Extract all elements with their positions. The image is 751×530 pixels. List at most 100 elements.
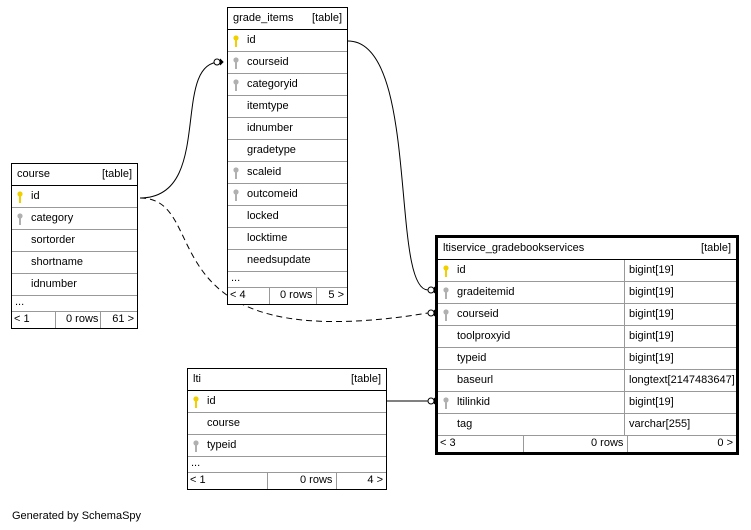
column-type: bigint[19]	[624, 392, 674, 413]
column-row[interactable]: course	[188, 413, 386, 435]
column-name: toolproxyid	[457, 330, 511, 342]
column-row[interactable]: id	[228, 30, 347, 52]
column-row[interactable]: idnumber	[12, 274, 137, 296]
primary-key-icon	[233, 35, 239, 47]
column-name: idnumber	[247, 122, 293, 134]
table-name: course	[17, 168, 51, 180]
column-row[interactable]: toolproxyid bigint[19]	[438, 326, 736, 348]
column-name: itemtype	[247, 100, 289, 112]
column-type: bigint[19]	[624, 304, 674, 325]
column-name: sortorder	[31, 234, 76, 246]
table-grade-items[interactable]: grade_items [table] id courseid categoryid…	[227, 7, 348, 305]
column-row[interactable]: courseid	[228, 52, 347, 74]
relation-gradeitemid-to-grade-items-id	[347, 40, 429, 291]
children-count[interactable]: 0 >	[717, 437, 733, 449]
more-columns: ...	[12, 296, 137, 312]
primary-key-icon	[443, 265, 449, 277]
table-footer: < 4 0 rows 5 >	[228, 288, 347, 304]
column-type: bigint[19]	[624, 348, 674, 369]
column-type: bigint[19]	[624, 260, 674, 281]
column-name: category	[31, 212, 74, 224]
children-count[interactable]: 5 >	[328, 289, 344, 301]
column-row[interactable]: gradetype	[228, 140, 347, 162]
column-row[interactable]: tag varchar[255]	[438, 414, 736, 436]
column-row[interactable]: locktime	[228, 228, 347, 250]
table-footer: < 3 0 rows 0 >	[438, 436, 736, 452]
relation-grade-items-courseid-to-course-id	[139, 61, 221, 199]
table-footer: < 1 0 rows 4 >	[188, 473, 386, 489]
column-name: id	[247, 34, 256, 46]
row-count: 0 rows	[300, 474, 333, 486]
parents-count[interactable]: < 1	[14, 313, 30, 325]
column-name: id	[457, 264, 466, 276]
column-row[interactable]: itemtype	[228, 96, 347, 118]
foreign-key-icon	[233, 167, 239, 179]
column-row[interactable]: id	[188, 391, 386, 413]
table-header: grade_items [table]	[228, 8, 347, 30]
column-name: baseurl	[457, 374, 494, 386]
column-name: id	[207, 395, 216, 407]
more-columns: ...	[188, 457, 386, 473]
column-type: bigint[19]	[624, 326, 674, 347]
table-course[interactable]: course [table] id category sortorder shortn…	[11, 163, 138, 329]
table-name: ltiservice_gradebookservices	[443, 242, 585, 254]
column-name: outcomeid	[247, 188, 298, 200]
column-name: idnumber	[31, 278, 77, 290]
foreign-key-icon	[233, 189, 239, 201]
table-kind: [table]	[102, 168, 132, 180]
column-row[interactable]: typeid	[188, 435, 386, 457]
schemaspy-credit: Generated by SchemaSpy	[12, 510, 142, 522]
column-row[interactable]: typeid bigint[19]	[438, 348, 736, 370]
column-row[interactable]: idnumber	[228, 118, 347, 140]
column-row[interactable]: sortorder	[12, 230, 137, 252]
table-kind: [table]	[312, 12, 342, 24]
foreign-key-icon	[233, 79, 239, 91]
foreign-key-icon	[193, 440, 199, 452]
table-name: grade_items	[233, 12, 294, 24]
crowfoot-marker	[427, 309, 435, 317]
column-name: id	[31, 190, 40, 202]
foreign-key-icon	[443, 287, 449, 299]
parents-count[interactable]: < 4	[230, 289, 246, 301]
column-row[interactable]: id	[12, 186, 137, 208]
table-footer: < 1 0 rows 61 >	[12, 312, 137, 328]
column-row[interactable]: courseid bigint[19]	[438, 304, 736, 326]
column-name: ltilinkid	[457, 396, 491, 408]
column-name: locked	[247, 210, 279, 222]
column-name: courseid	[457, 308, 499, 320]
children-count[interactable]: 61 >	[112, 313, 134, 325]
column-row[interactable]: shortname	[12, 252, 137, 274]
primary-key-icon	[17, 191, 23, 203]
relation-courseid-to-course-id	[139, 197, 429, 323]
column-name: typeid	[457, 352, 487, 364]
column-row[interactable]: needsupdate	[228, 250, 347, 272]
column-type: varchar[255]	[624, 414, 690, 435]
column-name: tag	[457, 418, 473, 430]
column-row[interactable]: scaleid	[228, 162, 347, 184]
foreign-key-icon	[443, 309, 449, 321]
column-name: needsupdate	[247, 254, 311, 266]
table-header: lti [table]	[188, 369, 386, 391]
column-row[interactable]: outcomeid	[228, 184, 347, 206]
column-row[interactable]: locked	[228, 206, 347, 228]
foreign-key-icon	[443, 397, 449, 409]
column-name: courseid	[247, 56, 289, 68]
crowfoot-marker	[213, 58, 221, 66]
column-row[interactable]: ltilinkid bigint[19]	[438, 392, 736, 414]
column-name: shortname	[31, 256, 83, 268]
column-name: locktime	[247, 232, 288, 244]
foreign-key-icon	[233, 57, 239, 69]
parents-count[interactable]: < 1	[190, 474, 206, 486]
children-count[interactable]: 4 >	[367, 474, 383, 486]
column-row[interactable]: id bigint[19]	[438, 260, 736, 282]
row-count: 0 rows	[66, 313, 99, 325]
table-name: lti	[193, 373, 201, 385]
parents-count[interactable]: < 3	[440, 437, 456, 449]
column-row[interactable]: category	[12, 208, 137, 230]
column-row[interactable]: categoryid	[228, 74, 347, 96]
